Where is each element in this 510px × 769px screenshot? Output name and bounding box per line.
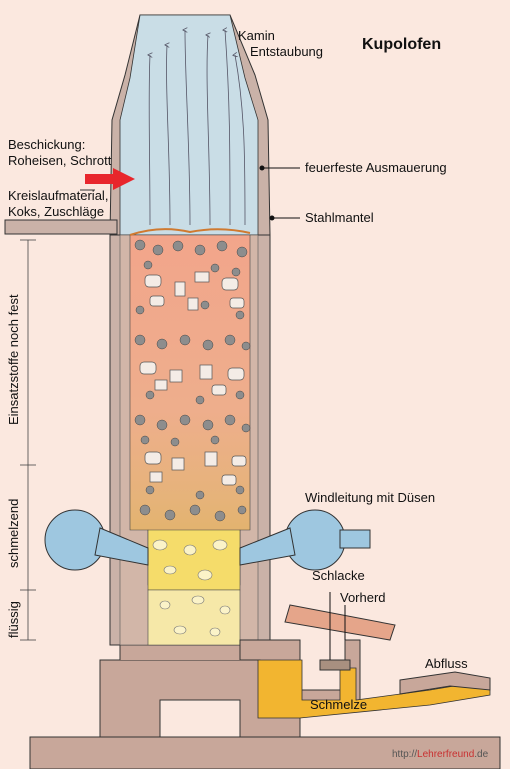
label-kreislauf-1: Kreislaufmaterial, — [8, 188, 109, 203]
label-kreislauf-2: Koks, Zuschläge — [8, 204, 105, 219]
label-vorherd: Vorherd — [340, 590, 386, 605]
zone-label-fluessig: flüssig — [6, 601, 21, 638]
diagram-title: Kupolofen — [362, 36, 442, 53]
credit-suffix: .de — [474, 749, 489, 760]
melt-blobs — [152, 539, 231, 637]
coke-pieces — [134, 239, 251, 522]
label-schmelze: Schmelze — [310, 697, 368, 712]
label-abfluss: Abfluss — [425, 656, 468, 671]
zone-label-schmelzend: schmelzend — [6, 498, 21, 568]
charge-surface — [129, 228, 251, 236]
forehearth-cover — [284, 604, 396, 641]
label-windleitung: Windleitung mit Düsen — [305, 490, 436, 505]
iron-pieces — [139, 271, 247, 486]
exhaust-arrows — [149, 30, 246, 226]
melting-zone — [147, 529, 241, 591]
credit-prefix: http:// — [392, 749, 418, 760]
feed-arrow — [85, 168, 135, 190]
leader-lines — [262, 167, 346, 660]
ground-slab — [29, 736, 501, 769]
feed-platform — [4, 219, 118, 235]
label-beschickung-2: Roheisen, Schrott — [8, 153, 112, 168]
label-stahlmantel: Stahlmantel — [305, 210, 374, 225]
zone-brackets — [20, 239, 36, 641]
wind-duct-left — [44, 509, 149, 571]
slag-layer — [319, 659, 351, 671]
label-schlacke: Schlacke — [312, 568, 365, 583]
credit-link[interactable]: http://Lehrerfreund.de — [392, 748, 488, 761]
label-kamin: Kamin — [238, 28, 275, 43]
label-entstaubung: Entstaubung — [250, 44, 324, 59]
label-ausmauerung: feuerfeste Ausmauerung — [305, 160, 447, 175]
melt-channel — [257, 659, 491, 719]
chimney-interior — [119, 14, 259, 236]
zone-label-fest: Einsatzstoffe noch fest — [6, 294, 21, 425]
wind-duct-right — [239, 509, 371, 571]
outflow-spout — [399, 671, 491, 695]
label-beschickung-1: Beschickung: — [8, 137, 86, 152]
credit-brand: Lehrerfreund — [417, 749, 475, 760]
